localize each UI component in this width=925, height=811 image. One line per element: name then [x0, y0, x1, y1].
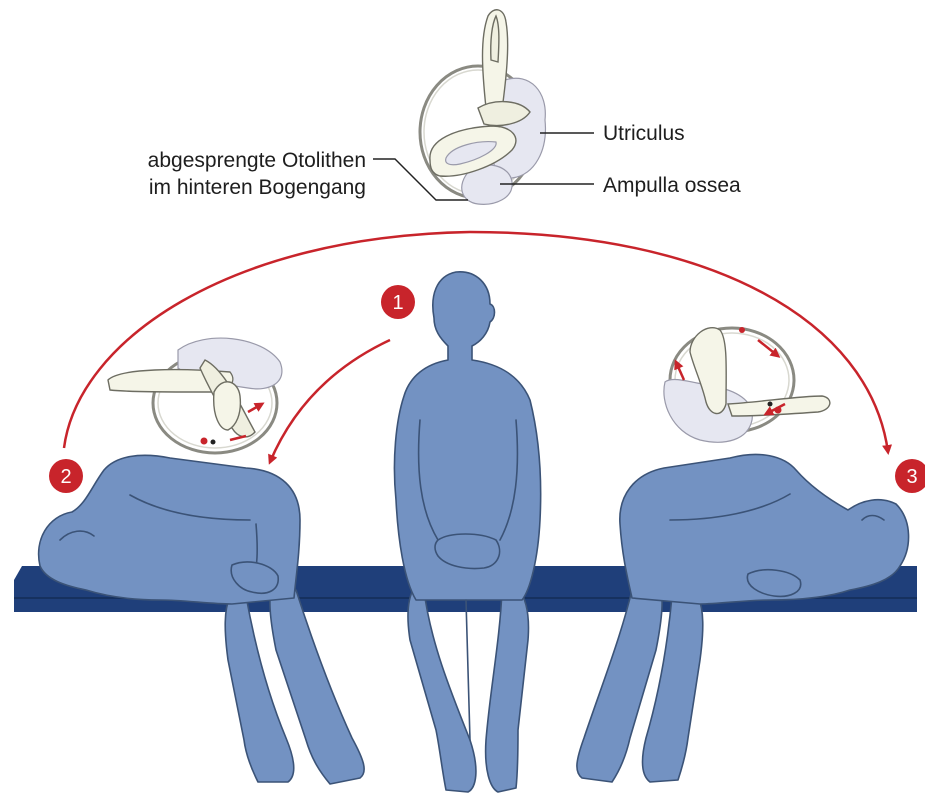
- step-badge-2: 2: [49, 459, 83, 493]
- patient-step3-lying-right: [577, 454, 909, 782]
- patient-step2-lying-left: [39, 455, 365, 784]
- label-otolithen-line2: im hinteren Bogengang: [149, 176, 366, 199]
- inner-ear-step3-illustration: [664, 327, 830, 442]
- inner-ear-step2-illustration: [108, 338, 282, 453]
- inner-ear-top-illustration: [373, 10, 594, 205]
- step-badge-3: 3: [895, 459, 925, 493]
- label-otolithen-line1: abgesprengte Otolithen: [148, 149, 366, 172]
- step-1-number: 1: [392, 292, 403, 314]
- step-2-number: 2: [60, 466, 71, 488]
- label-ampulla-ossea: Ampulla ossea: [603, 174, 741, 197]
- step-3-number: 3: [906, 466, 917, 488]
- arrow-step1-to-step2: [270, 340, 390, 462]
- patient-step1-sitting: [394, 272, 540, 792]
- label-utriculus: Utriculus: [603, 122, 685, 145]
- step-badge-1: 1: [381, 285, 415, 319]
